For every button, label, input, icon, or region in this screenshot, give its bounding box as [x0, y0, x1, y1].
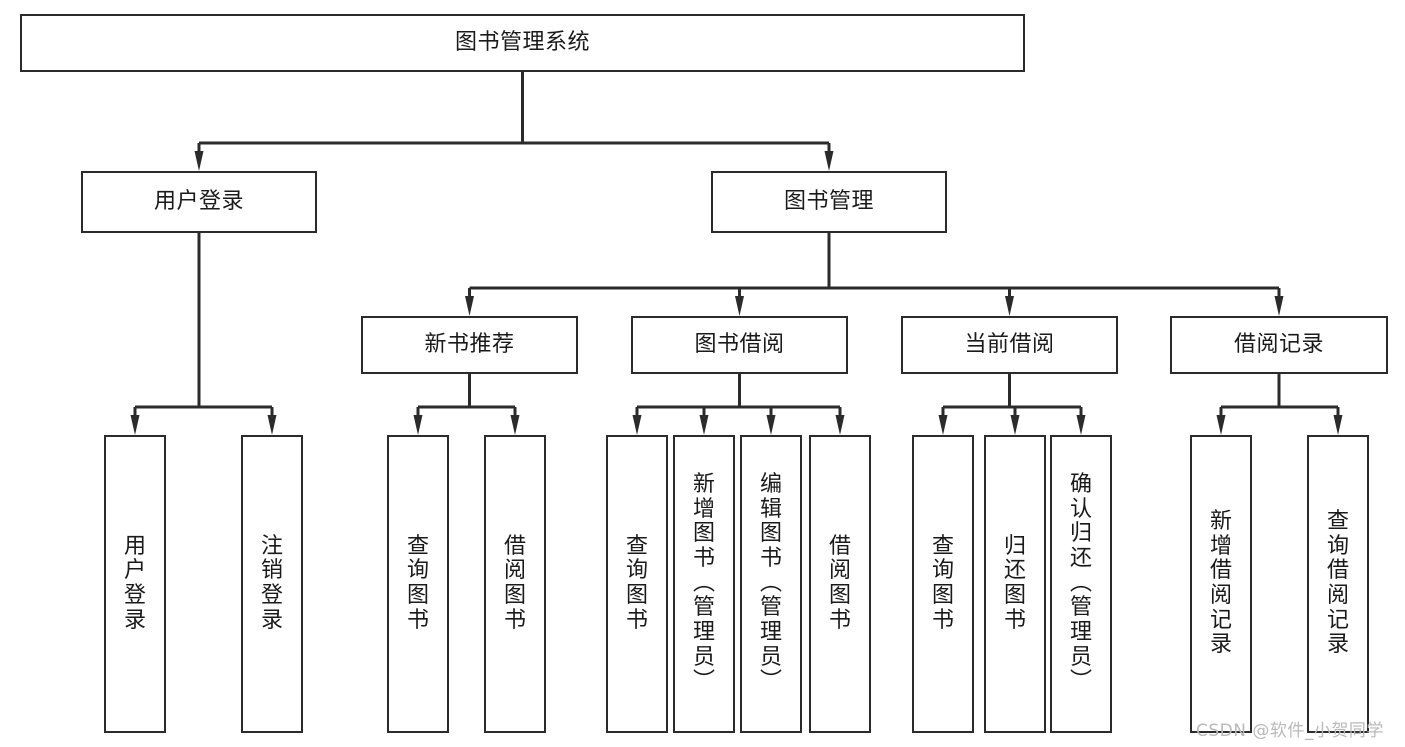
- node-label-book-borrow: 图书借阅: [694, 332, 785, 357]
- node-label-user-login: 用户登录: [153, 189, 244, 214]
- node-leaf-return-book[interactable]: 归 还 图 书: [984, 435, 1046, 733]
- node-label-borrow-record: 借阅记录: [1233, 332, 1324, 357]
- node-label-new-book-rec: 新书推荐: [424, 332, 515, 357]
- node-leaf-add-book[interactable]: 新 增 图 书 ︵ 管 理 员 ︶: [673, 435, 735, 733]
- node-leaf-query-book-borrow[interactable]: 查 询 图 书: [606, 435, 668, 733]
- arrowhead-leaf-add-record: [1216, 415, 1226, 435]
- node-leaf-add-record[interactable]: 新 增 借 阅 记 录: [1190, 435, 1252, 733]
- node-label-leaf-user-login: 用 户 登 录: [123, 533, 146, 633]
- node-label-leaf-user-logout: 注 销 登 录: [260, 533, 283, 633]
- arrowhead-book-borrow: [735, 296, 744, 316]
- node-label-leaf-add-book: 新 增 图 书 ︵ 管 理 员 ︶: [692, 472, 715, 695]
- arrowhead-leaf-borrow-book: [835, 415, 845, 435]
- arrowhead-leaf-query-record: [1333, 415, 1343, 435]
- node-new-book-rec[interactable]: 新书推荐: [361, 316, 578, 374]
- arrowhead-leaf-confirm-return: [1076, 415, 1086, 435]
- arrowhead-leaf-user-logout: [267, 415, 277, 435]
- node-book-manage[interactable]: 图书管理: [711, 171, 947, 233]
- arrowhead-book-manage: [824, 151, 834, 171]
- arrowhead-leaf-return-book: [1010, 415, 1020, 435]
- node-label-current-borrow: 当前借阅: [964, 332, 1055, 357]
- node-label-leaf-edit-book: 编 辑 图 书 ︵ 管 理 员 ︶: [759, 472, 782, 695]
- node-label-book-manage: 图书管理: [783, 189, 874, 214]
- node-leaf-edit-book[interactable]: 编 辑 图 书 ︵ 管 理 员 ︶: [740, 435, 802, 733]
- arrowhead-current-borrow: [1005, 296, 1014, 316]
- arrowhead-leaf-borrow-book-rec: [510, 415, 520, 435]
- node-label-root: 图书管理系统: [454, 30, 590, 55]
- node-current-borrow[interactable]: 当前借阅: [901, 316, 1118, 374]
- arrowhead-leaf-edit-book: [766, 415, 776, 435]
- node-leaf-borrow-book-rec[interactable]: 借 阅 图 书: [484, 435, 546, 733]
- arrowhead-leaf-user-login: [130, 415, 140, 435]
- node-leaf-user-login[interactable]: 用 户 登 录: [104, 435, 166, 733]
- node-label-leaf-borrow-book-rec: 借 阅 图 书: [503, 533, 526, 633]
- node-label-leaf-confirm-return: 确 认 归 还 ︵ 管 理 员 ︶: [1069, 472, 1092, 695]
- node-root[interactable]: 图书管理系统: [20, 14, 1025, 72]
- node-borrow-record[interactable]: 借阅记录: [1170, 316, 1388, 374]
- node-label-leaf-add-record: 新 增 借 阅 记 录: [1209, 509, 1232, 658]
- node-leaf-query-book-rec[interactable]: 查 询 图 书: [387, 435, 449, 733]
- node-label-leaf-query-book-cur: 查 询 图 书: [931, 533, 954, 633]
- node-user-login[interactable]: 用户登录: [81, 171, 317, 233]
- node-label-leaf-query-book-borrow: 查 询 图 书: [625, 533, 648, 633]
- node-leaf-query-record[interactable]: 查 询 借 阅 记 录: [1307, 435, 1369, 733]
- arrowhead-new-book-rec: [465, 296, 474, 316]
- node-label-leaf-borrow-book: 借 阅 图 书: [828, 533, 851, 633]
- node-leaf-confirm-return[interactable]: 确 认 归 还 ︵ 管 理 员 ︶: [1050, 435, 1112, 733]
- node-label-leaf-query-record: 查 询 借 阅 记 录: [1326, 509, 1349, 658]
- arrowhead-leaf-query-book-rec: [413, 415, 423, 435]
- arrowhead-leaf-add-book: [699, 415, 709, 435]
- node-book-borrow[interactable]: 图书借阅: [631, 316, 848, 374]
- node-leaf-borrow-book[interactable]: 借 阅 图 书: [809, 435, 871, 733]
- arrowhead-leaf-query-book-cur: [938, 415, 948, 435]
- node-label-leaf-return-book: 归 还 图 书: [1003, 533, 1026, 633]
- node-label-leaf-query-book-rec: 查 询 图 书: [406, 533, 429, 633]
- node-leaf-query-book-cur[interactable]: 查 询 图 书: [912, 435, 974, 733]
- node-leaf-user-logout[interactable]: 注 销 登 录: [241, 435, 303, 733]
- arrowhead-leaf-query-book-borrow: [632, 415, 642, 435]
- arrowhead-borrow-record: [1274, 296, 1284, 316]
- arrowhead-user-login: [194, 151, 204, 171]
